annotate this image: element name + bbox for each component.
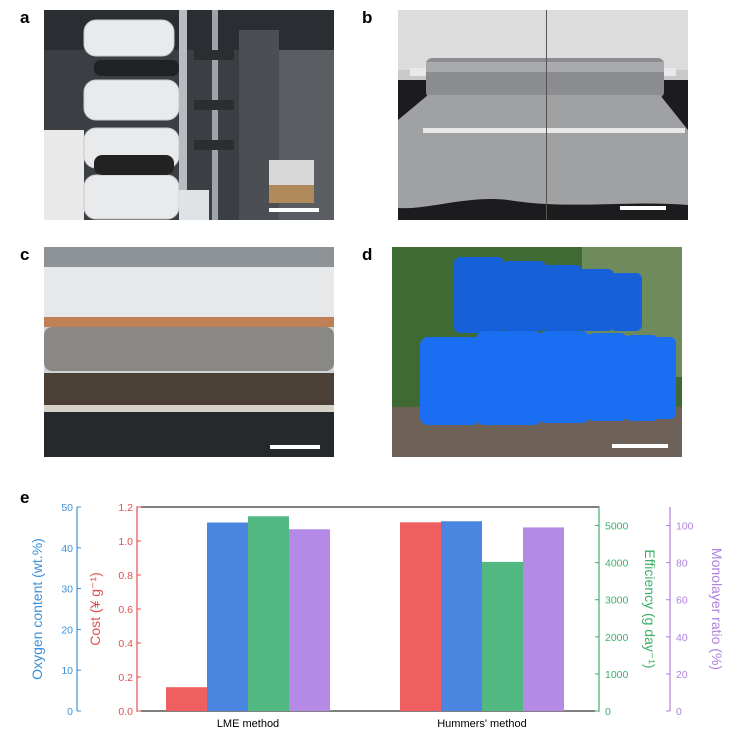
photo-roll-machine	[44, 10, 334, 220]
scale-bar-d	[612, 444, 668, 448]
panel-letter-c: c	[20, 245, 30, 264]
bar-efficiency-1	[482, 561, 523, 711]
tick-label-cost-0: 0.0	[118, 706, 133, 718]
tick-label-cost-4: 0.8	[118, 570, 133, 582]
tick-label-cost-2: 0.4	[118, 638, 133, 650]
bar-oxygen-0	[207, 522, 248, 711]
bar-cost-1	[400, 522, 441, 711]
tick-label-cost-6: 1.2	[118, 502, 133, 514]
photo-blue-containers	[392, 247, 682, 457]
category-label-1: Hummers' method	[437, 718, 527, 730]
axis-title-cost: Cost (¥ g⁻¹)	[87, 572, 103, 646]
tick-label-efficiency-3: 3000	[605, 595, 629, 607]
panel-letter-e: e	[20, 488, 30, 507]
panel-letter-d: d	[362, 245, 373, 264]
tick-label-efficiency-4: 4000	[605, 558, 629, 570]
tick-label-efficiency-2: 2000	[605, 632, 629, 644]
tick-label-oxygen-0: 0	[67, 706, 73, 718]
panel-letter-a: a	[20, 8, 30, 27]
tick-label-monolayer-2: 40	[676, 632, 688, 644]
photo-film-roll	[398, 10, 688, 220]
scale-bar-a	[269, 208, 319, 212]
tick-label-oxygen-2: 20	[61, 624, 73, 636]
panel-letter-b: b	[362, 8, 373, 27]
tick-label-cost-1: 0.2	[118, 672, 133, 684]
bar-monolayer-0	[289, 529, 330, 711]
tick-label-oxygen-1: 10	[61, 665, 73, 677]
tick-label-monolayer-3: 60	[676, 595, 688, 607]
tick-label-oxygen-4: 40	[61, 543, 73, 555]
photo-coating-line	[44, 247, 334, 457]
tick-label-monolayer-0: 0	[676, 706, 682, 718]
scale-bar-b	[620, 206, 666, 210]
tick-label-oxygen-3: 30	[61, 584, 73, 596]
tick-label-cost-3: 0.6	[118, 604, 133, 616]
axis-title-monolayer: Monolayer ratio (%)	[709, 548, 725, 670]
bar-cost-0	[166, 687, 207, 711]
scale-bar-c	[270, 445, 320, 449]
axis-title-oxygen: Oxygen content (wt.%)	[29, 538, 45, 680]
tick-label-monolayer-5: 100	[676, 521, 694, 533]
tick-label-cost-5: 1.0	[118, 536, 133, 548]
tick-label-monolayer-4: 80	[676, 558, 688, 570]
axis-title-efficiency: Efficiency (g day⁻¹)	[642, 549, 658, 668]
tick-label-efficiency-1: 1000	[605, 669, 629, 681]
bar-oxygen-1	[441, 521, 482, 711]
bar-efficiency-0	[248, 516, 289, 711]
bar-monolayer-1	[523, 527, 564, 711]
tick-label-monolayer-1: 20	[676, 669, 688, 681]
category-label-0: LME method	[217, 718, 279, 730]
tick-label-efficiency-0: 0	[605, 706, 611, 718]
tick-label-efficiency-5: 5000	[605, 521, 629, 533]
tick-label-oxygen-5: 50	[61, 502, 73, 514]
